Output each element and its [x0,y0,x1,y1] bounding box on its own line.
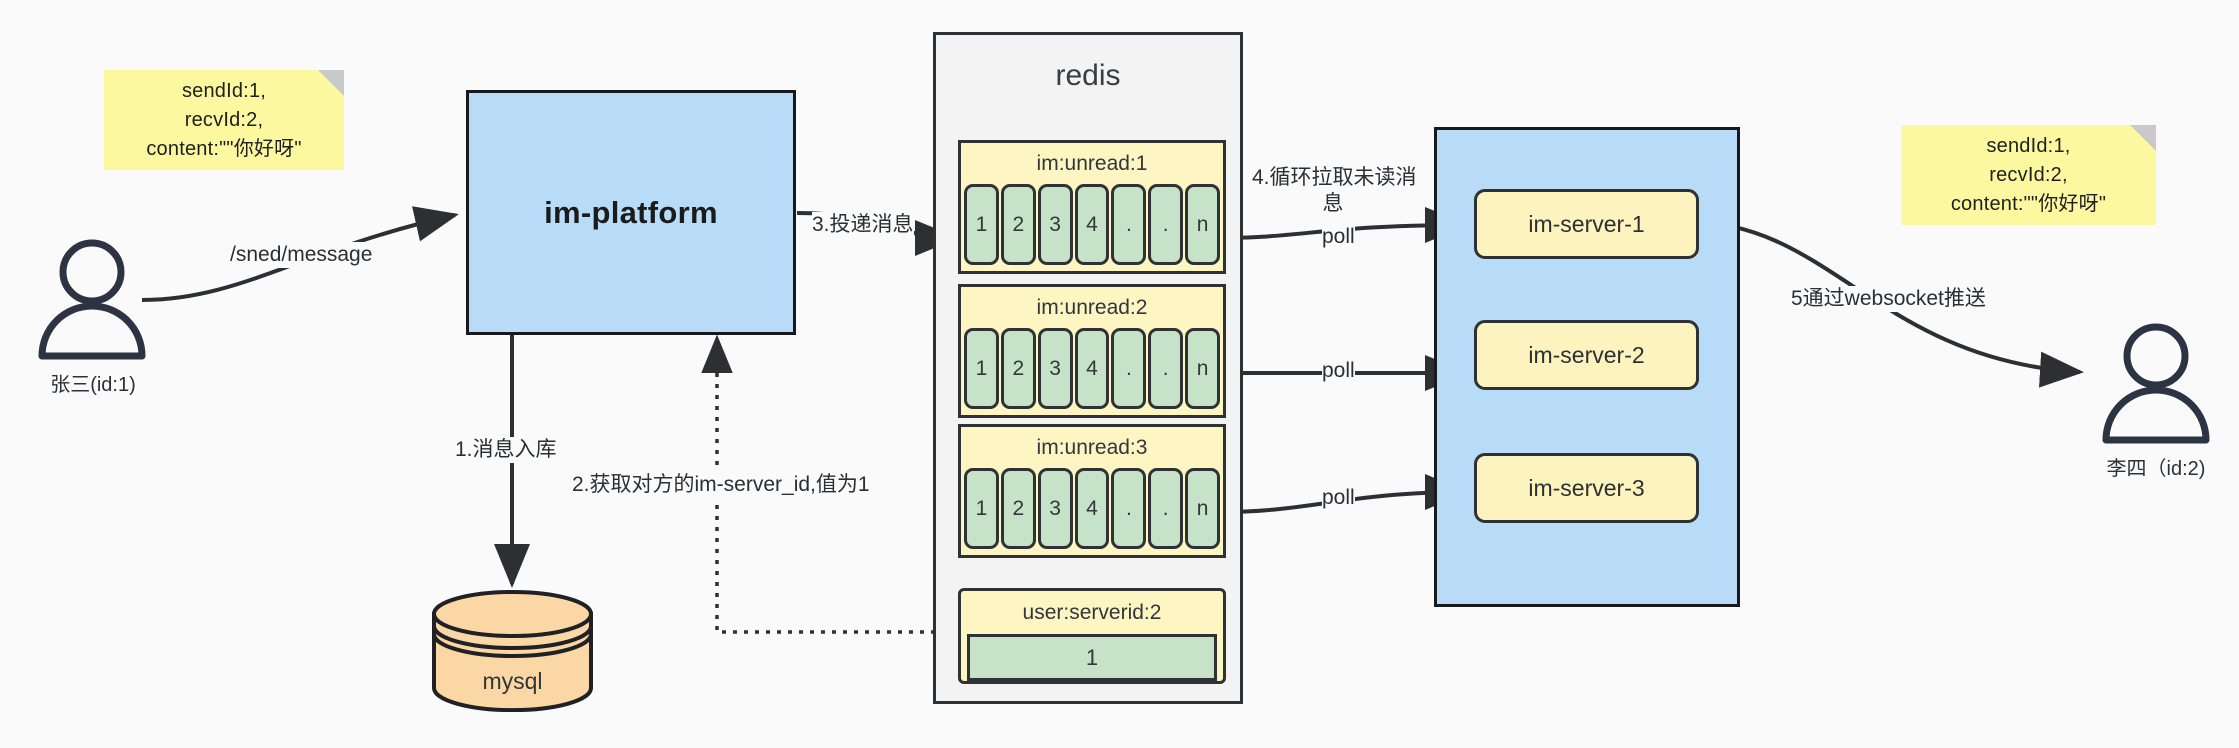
redis-cells-1: 1 2 3 4 . . n [964,328,1221,409]
node-im-platform-label: im-platform [544,194,718,230]
redis-cell[interactable]: 4 [1074,184,1110,265]
edge-label-step4: 4.循环拉取未读消 息 [1252,165,1417,217]
redis-key-name-2: im:unread:3 [1036,435,1148,459]
redis-cell[interactable]: . [1148,328,1184,409]
note-right: sendId:1, recvId:2, content:""你好呀" [1901,125,2156,225]
user-icon [38,239,146,360]
redis-value-key-0[interactable]: user:serverid:2 1 [958,588,1226,684]
edge-label-send-message: /sned/message [230,242,373,268]
redis-cell[interactable]: 2 [1000,328,1036,409]
redis-cell[interactable]: 1 [964,184,999,265]
redis-cell[interactable]: 3 [1037,184,1073,265]
edge-label-step5: 5通过websocket推送 [1791,286,1986,312]
actor-receiver-label: 李四（id:2) [2106,458,2206,480]
node-mysql-label: mysql [482,668,543,694]
actor-receiver [2097,322,2215,444]
redis-key-group-0[interactable]: im:unread:1 1 2 3 4 . . n [958,140,1226,274]
redis-cell[interactable]: 4 [1074,328,1110,409]
node-im-server-2-label: im-server-2 [1528,341,1645,368]
node-im-platform[interactable]: im-platform [466,90,796,335]
redis-cell[interactable]: 2 [1000,184,1036,265]
edge-label-poll-1: poll [1322,224,1355,250]
node-redis-title: redis [1055,59,1121,92]
redis-value-row-0[interactable]: 1 [967,634,1217,681]
redis-key-group-1[interactable]: im:unread:2 1 2 3 4 . . n [958,284,1226,418]
node-im-server-1[interactable]: im-server-1 [1474,189,1699,259]
actor-sender-label: 张三(id:1) [50,374,136,396]
edge-label-step1: 1.消息入库 [455,437,557,463]
edge-label-step2: 2.获取对方的im-server_id,值为1 [572,472,870,498]
redis-cell[interactable]: 2 [1000,468,1036,549]
actor-sender [33,238,151,360]
redis-cell[interactable]: . [1111,468,1147,549]
node-mysql[interactable]: mysql [430,590,595,713]
redis-cells-0: 1 2 3 4 . . n [964,184,1221,265]
edge-label-poll-3: poll [1322,485,1355,511]
redis-cell[interactable]: 1 [964,328,999,409]
redis-key-group-2[interactable]: im:unread:3 1 2 3 4 . . n [958,424,1226,558]
node-im-server-1-label: im-server-1 [1528,210,1645,237]
note-left: sendId:1, recvId:2, content:""你好呀" [104,70,344,170]
redis-cell[interactable]: n [1185,184,1221,265]
redis-cell[interactable]: n [1185,328,1221,409]
redis-cell[interactable]: . [1111,328,1147,409]
edge-label-step3: 3.投递消息 [812,212,914,238]
redis-cell[interactable]: . [1148,468,1184,549]
node-im-server-3-label: im-server-3 [1528,474,1645,501]
redis-cell[interactable]: 1 [964,468,999,549]
redis-key-name-0: im:unread:1 [1036,151,1148,175]
note-fold-icon [2130,125,2156,151]
redis-cells-2: 1 2 3 4 . . n [964,468,1221,549]
edge-label-poll-2: poll [1322,358,1355,384]
note-fold-icon [318,70,344,96]
redis-cell[interactable]: n [1185,468,1221,549]
redis-cell[interactable]: 4 [1074,468,1110,549]
redis-cell[interactable]: . [1111,184,1147,265]
redis-cell[interactable]: 3 [1037,468,1073,549]
note-left-text: sendId:1, recvId:2, content:""你好呀" [146,79,302,160]
redis-key-name-1: im:unread:2 [1036,295,1148,319]
database-cylinder-icon [432,590,593,713]
redis-cell[interactable]: . [1148,184,1184,265]
node-im-server-2[interactable]: im-server-2 [1474,320,1699,390]
redis-value-key-name-0: user:serverid:2 [1022,600,1162,624]
node-im-server-3[interactable]: im-server-3 [1474,453,1699,523]
note-right-text: sendId:1, recvId:2, content:""你好呀" [1950,134,2107,215]
user-icon [2102,323,2210,444]
redis-cell[interactable]: 3 [1037,328,1073,409]
